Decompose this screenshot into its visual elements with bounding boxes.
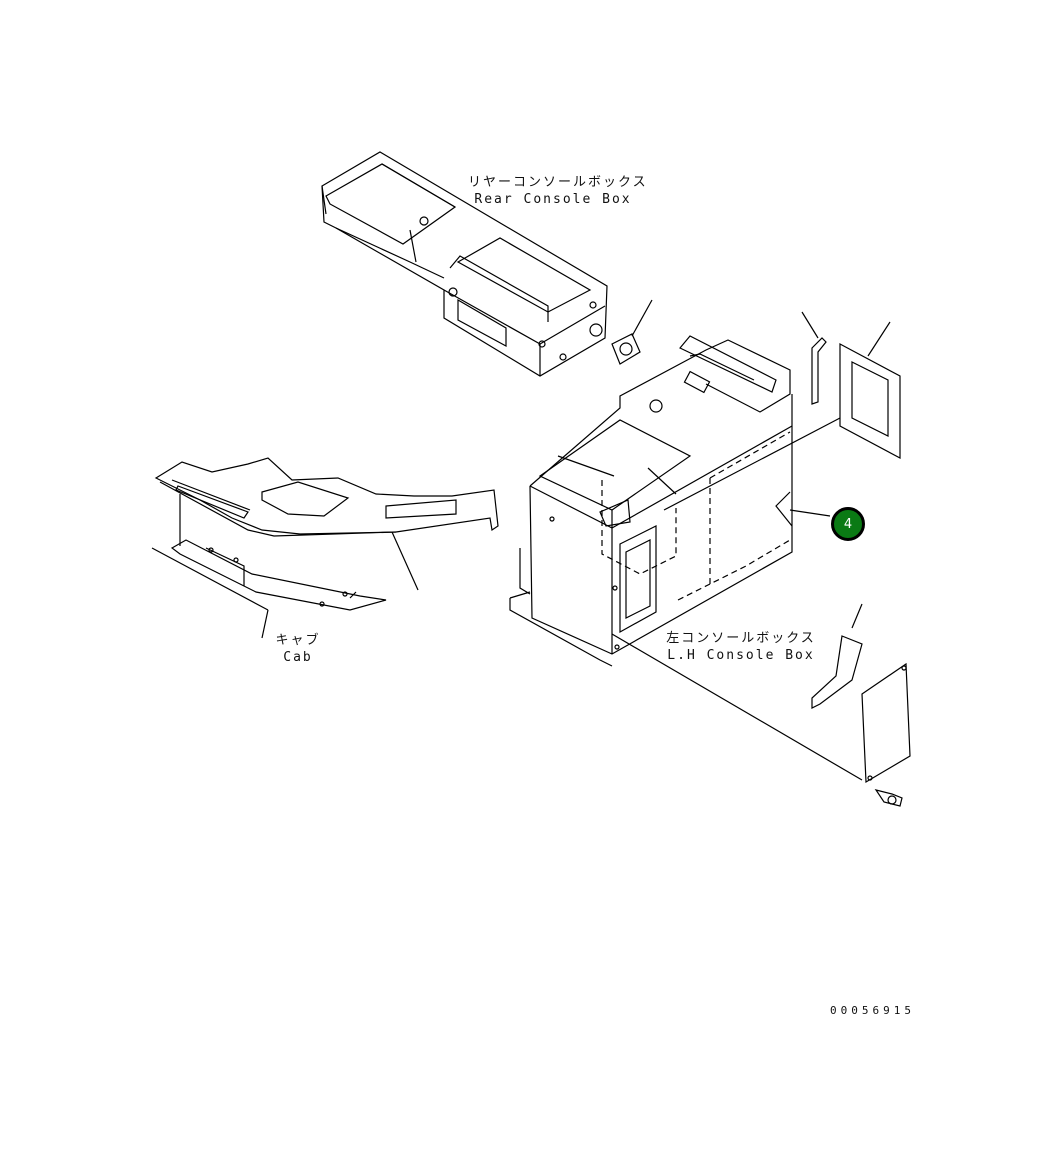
lh-console-box-label-jp: 左コンソールボックス (666, 631, 816, 646)
lh-console-box-label: 左コンソールボックス L.H Console Box (666, 630, 816, 664)
document-number: 00056915 (830, 1004, 915, 1017)
lh-console-box-label-en: L.H Console Box (667, 648, 815, 663)
cab-label-jp: キャブ (275, 633, 321, 648)
rear-console-box-drawing (321, 151, 608, 377)
cab-label: キャブ Cab (262, 632, 334, 666)
part-callout-4[interactable]: 4 (831, 507, 865, 541)
rear-console-box-label-en: Rear Console Box (474, 192, 632, 207)
rear-console-box-label-jp: リヤーコンソールボックス (468, 175, 648, 190)
rear-console-box-label: リヤーコンソールボックス Rear Console Box (468, 174, 648, 208)
accessory-parts-drawing (611, 299, 911, 807)
lh-console-box-drawing (509, 335, 793, 667)
cab-label-en: Cab (283, 650, 313, 665)
cab-floor-drawing (151, 457, 499, 639)
part-callout-number: 4 (843, 516, 853, 532)
